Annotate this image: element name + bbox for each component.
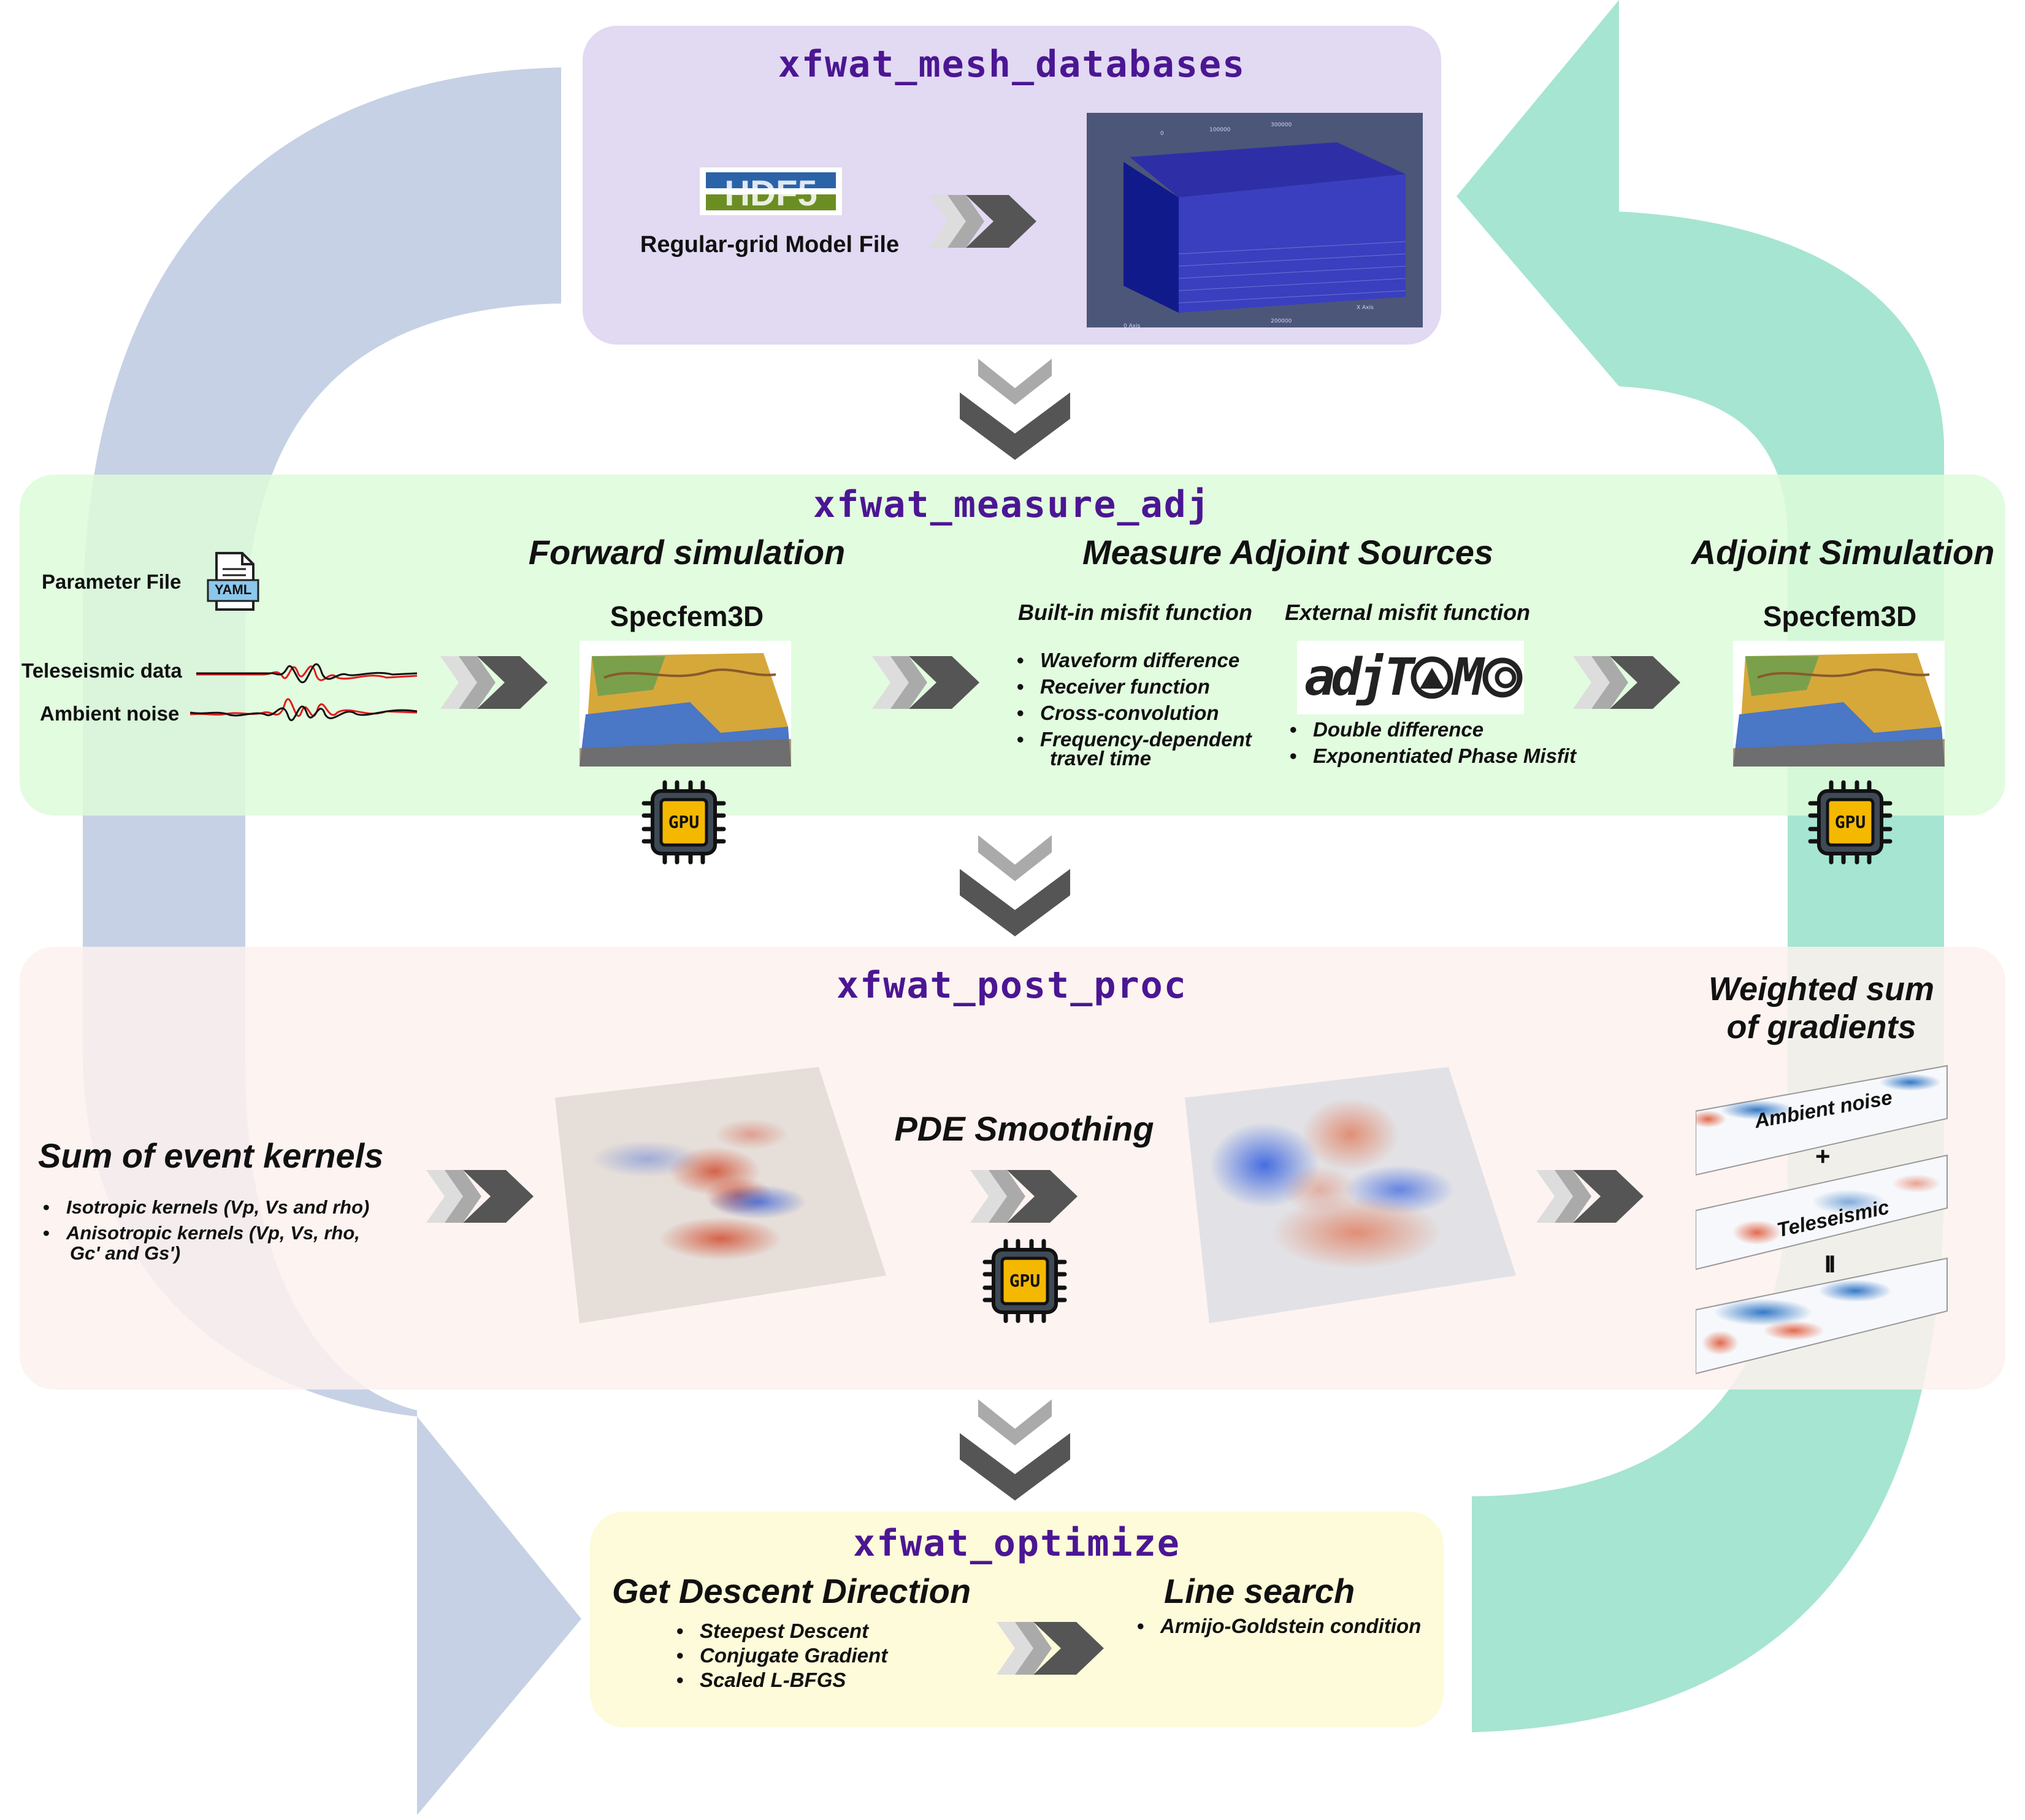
chevron-right-icon: [929, 195, 1036, 248]
optimize-panel-title: xfwat_optimize: [853, 1522, 1181, 1565]
list-item: Anisotropic kernels (Vp, Vs, rho,: [38, 1220, 369, 1246]
mesh-panel-title: xfwat_mesh_databases: [778, 43, 1246, 86]
kernel-list: Isotropic kernels (Vp, Vs and rho) Aniso…: [38, 1195, 369, 1246]
gpu-text: GPU: [668, 812, 700, 832]
svg-text:X Axis: X Axis: [1357, 305, 1374, 311]
measure-adj-panel: [20, 475, 2005, 816]
list-item: Double difference: [1285, 716, 1576, 743]
yaml-file-icon: YAML: [205, 551, 261, 612]
external-misfit-heading: External misfit function: [1285, 600, 1531, 625]
pde-smoothing-heading: PDE Smoothing: [894, 1109, 1154, 1148]
ambient-gradient-strip: [1696, 1065, 1948, 1176]
hdf5-logo: HDF5: [699, 167, 843, 216]
adjoint-solver-label: Specfem3D: [1763, 600, 1917, 632]
chevron-right-icon: [1573, 656, 1680, 709]
builtin-misfit-list: Waveform difference Receiver function Cr…: [1012, 647, 1252, 752]
parameter-file-label: Parameter File: [42, 570, 182, 593]
chevron-right-icon: [970, 1170, 1078, 1223]
chevron-right-icon: [440, 656, 548, 709]
list-item: Isotropic kernels (Vp, Vs and rho): [38, 1195, 369, 1220]
adjoint-sources-heading: Measure Adjoint Sources: [1082, 533, 1494, 572]
list-item: Exponentiated Phase Misfit: [1285, 743, 1576, 769]
builtin-misfit-heading: Built-in misfit function: [1018, 600, 1252, 625]
list-item: Armijo-Goldstein condition: [1132, 1614, 1421, 1638]
list-item: Frequency-dependent: [1012, 726, 1252, 752]
chevron-right-icon: [997, 1622, 1104, 1675]
measure-panel-title: xfwat_measure_adj: [813, 483, 1211, 526]
list-item: Conjugate Gradient: [672, 1643, 887, 1668]
adjoint-simulation-heading: Adjoint Simulation: [1691, 533, 1995, 572]
svg-text:adjT: adjT: [1304, 647, 1416, 707]
weighted-heading-line2: of gradients: [1726, 1009, 1916, 1046]
chevron-right-icon: [1536, 1170, 1644, 1223]
gradient-strips: [1696, 1065, 1948, 1375]
gpu-text: GPU: [1834, 812, 1866, 832]
plus-sign: +: [1815, 1142, 1831, 1171]
waveform-plot: [190, 663, 418, 722]
forward-terrain-image: [580, 641, 791, 767]
gpu-text: GPU: [1009, 1271, 1041, 1291]
chevron-right-icon: [872, 656, 979, 709]
post-proc-panel: [20, 947, 2005, 1390]
forward-solver-label: Specfem3D: [610, 600, 764, 632]
chevron-right-icon: [426, 1170, 534, 1223]
weighted-heading-line1: Weighted sum: [1708, 971, 1935, 1008]
kernel-list-continuation: Gc' and Gs'): [70, 1242, 181, 1264]
svg-text:100000: 100000: [1209, 127, 1231, 133]
svg-text:HDF5: HDF5: [724, 174, 817, 213]
ambient-noise-label: Ambient noise: [40, 702, 180, 725]
svg-text:0 Axis: 0 Axis: [1124, 323, 1141, 327]
list-item: Steepest Descent: [672, 1619, 887, 1643]
sum-kernels-heading: Sum of event kernels: [38, 1136, 384, 1175]
descent-list: Steepest Descent Conjugate Gradient Scal…: [672, 1619, 887, 1692]
external-misfit-list: Double difference Exponentiated Phase Mi…: [1285, 716, 1576, 769]
svg-text:300000: 300000: [1271, 122, 1292, 128]
line-search-heading: Line search: [1164, 1572, 1355, 1610]
svg-text:M: M: [1451, 647, 1485, 707]
adjtomo-logo: adjT M: [1297, 641, 1524, 714]
equals-sign: II: [1824, 1251, 1836, 1278]
forward-simulation-heading: Forward simulation: [528, 533, 846, 572]
right-cycle-arrow: [1457, 0, 1944, 1732]
gpu-chip-icon: GPU: [641, 780, 726, 865]
gpu-chip-icon: GPU: [982, 1239, 1067, 1323]
left-cycle-arrow: [82, 67, 581, 1815]
teleseismic-data-label: Teleseismic data: [21, 659, 182, 682]
descent-heading: Get Descent Direction: [612, 1572, 971, 1610]
list-item: Waveform difference: [1012, 647, 1252, 673]
mesh-render-image: 0 100000 300000 0 Axis 200000 X Axis: [1087, 113, 1423, 327]
chevron-down-icon: [960, 835, 1070, 936]
model-file-label: Regular-grid Model File: [640, 232, 900, 258]
builtin-list-continuation: travel time: [1050, 747, 1152, 770]
list-item: Cross-convolution: [1012, 700, 1252, 726]
post-panel-title: xfwat_post_proc: [836, 964, 1187, 1007]
gpu-chip-icon: GPU: [1808, 780, 1893, 865]
adjoint-terrain-image: [1733, 641, 1945, 767]
chevron-down-icon: [960, 359, 1070, 460]
line-search-list: Armijo-Goldstein condition: [1132, 1614, 1421, 1638]
list-item: Receiver function: [1012, 673, 1252, 700]
list-item: Scaled L-BFGS: [672, 1668, 887, 1692]
chevron-down-icon: [960, 1399, 1070, 1501]
svg-text:0: 0: [1160, 131, 1164, 137]
weighted-sum-heading: Weighted sum of gradients: [1680, 970, 1962, 1046]
svg-text:200000: 200000: [1271, 318, 1292, 324]
yaml-icon-text: YAML: [214, 582, 252, 597]
raw-kernel-image: [555, 1067, 886, 1323]
smoothed-kernel-image: [1185, 1067, 1516, 1323]
